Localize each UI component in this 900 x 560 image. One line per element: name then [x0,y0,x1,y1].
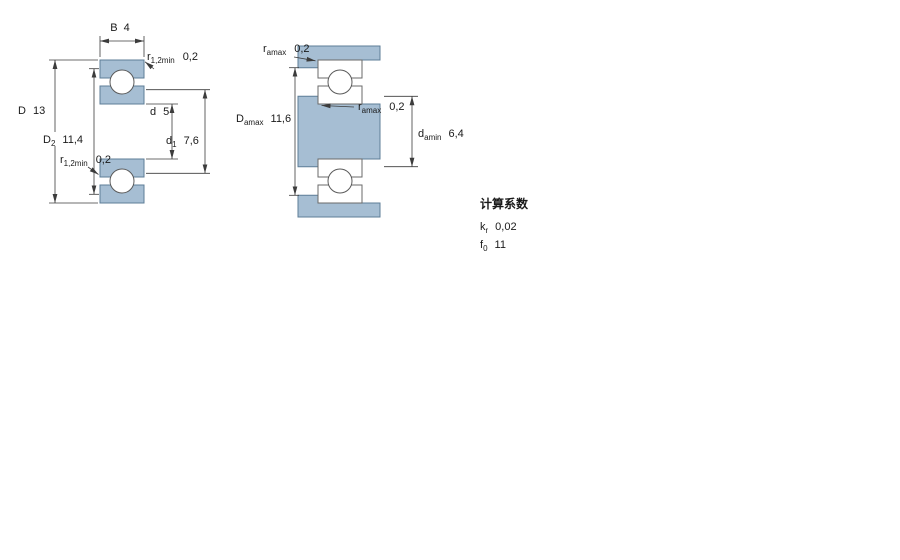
bearing-section-view [99,59,145,204]
ball-bottom [109,168,135,194]
leader-line [144,61,155,70]
calculation-factors-heading: 计算系数 [480,196,529,211]
leader-line [293,56,316,62]
abutment-view [297,45,381,218]
leader-line [87,166,99,175]
label-background [41,132,86,146]
ball-top [109,69,135,95]
ball-top-outline [327,69,353,95]
ball-bottom-outline [327,168,353,194]
leader-line [321,103,355,109]
